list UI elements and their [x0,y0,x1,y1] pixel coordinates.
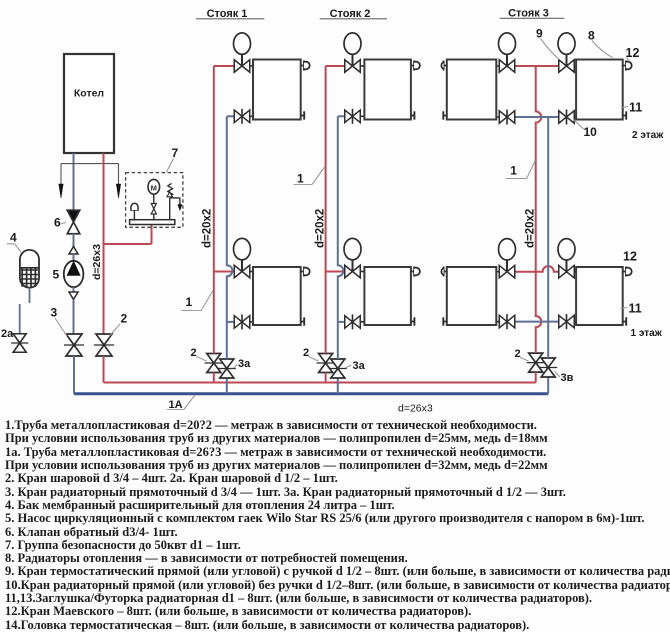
svg-text:8: 8 [588,28,595,42]
svg-text:Стояк 3: Стояк 3 [508,8,549,20]
svg-text:1: 1 [297,171,304,185]
svg-text:1А: 1А [169,399,183,411]
svg-text:9: 9 [536,27,543,41]
svg-text:d=26х3: d=26х3 [398,403,433,415]
svg-text:d=20х2: d=20х2 [525,209,537,248]
svg-text:12: 12 [623,250,637,264]
svg-text:2: 2 [303,347,309,359]
svg-text:6: 6 [54,216,61,230]
svg-text:3а: 3а [238,358,251,370]
svg-text:1 этаж: 1 этаж [631,328,663,339]
svg-text:Стояк 1: Стояк 1 [207,8,248,20]
svg-text:M: M [151,184,157,193]
svg-text:Котел: Котел [74,88,104,100]
svg-text:4: 4 [10,231,17,245]
svg-text:d=26х3: d=26х3 [91,244,103,280]
svg-text:d=20х2: d=20х2 [315,209,327,248]
svg-text:1: 1 [186,295,193,309]
svg-text:3а: 3а [353,360,366,372]
svg-text:11: 11 [629,101,642,115]
svg-text:2 этаж: 2 этаж [632,130,664,141]
svg-text:3в: 3в [561,372,574,384]
svg-text:2: 2 [515,348,521,360]
svg-text:3: 3 [51,306,58,320]
svg-text:d=20х2: d=20х2 [202,209,214,248]
svg-text:10: 10 [584,125,598,139]
svg-text:11: 11 [629,302,642,316]
svg-text:Стояк 2: Стояк 2 [330,8,371,20]
svg-text:2: 2 [121,312,128,326]
svg-text:12: 12 [626,46,640,60]
svg-text:7: 7 [172,146,179,160]
svg-text:5: 5 [53,268,60,282]
svg-text:2а: 2а [1,328,14,340]
svg-text:1: 1 [510,163,517,177]
svg-text:2: 2 [191,347,197,359]
